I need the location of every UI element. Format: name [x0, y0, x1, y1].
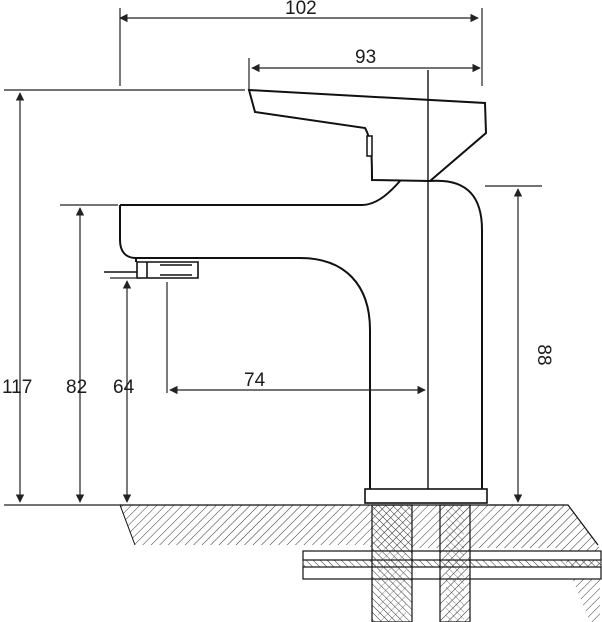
label-overall-height: 117: [2, 377, 32, 398]
base-flange: [364, 488, 488, 504]
label-body-height: 88: [533, 344, 554, 365]
label-spout-top-height: 82: [66, 377, 87, 398]
faucet-body: [119, 70, 488, 489]
label-overall-width: 102: [285, 0, 317, 19]
aerator: [104, 261, 199, 279]
label-handle-width: 93: [355, 47, 376, 68]
mounting-shank: [371, 504, 471, 622]
label-outlet-height: 64: [113, 377, 135, 398]
countertop-section: [119, 504, 600, 622]
label-spout-reach: 74: [244, 370, 266, 391]
